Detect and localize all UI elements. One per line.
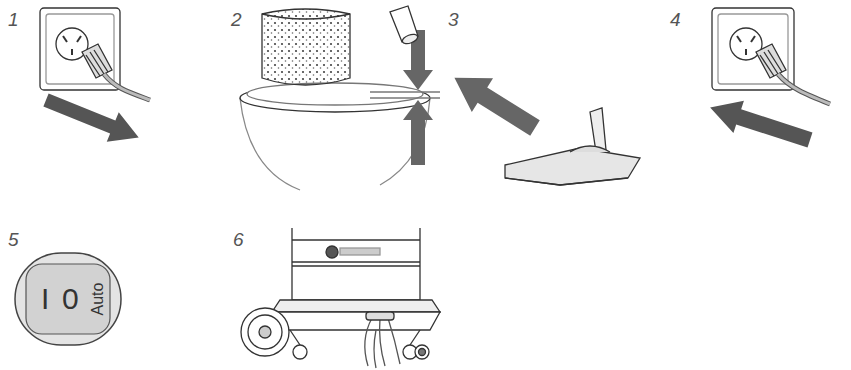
step-number: 2: [231, 10, 242, 29]
rocker-switch: I0 Auto: [14, 252, 122, 346]
socket-plugin: [712, 8, 830, 104]
socket-unplug: [40, 8, 150, 100]
direction-arrow: [403, 100, 433, 165]
step-number: 1: [8, 10, 19, 29]
step-number: 4: [670, 10, 681, 29]
step-number: 3: [448, 10, 459, 29]
filter-fit: [240, 9, 440, 190]
step-number: 5: [8, 230, 19, 249]
vacuum-drain: [241, 228, 440, 368]
direction-arrow: [705, 91, 815, 156]
switch-position: I: [41, 284, 49, 314]
switch-position: Auto: [90, 283, 106, 316]
step-number: 6: [233, 230, 244, 249]
direction-arrow: [40, 85, 145, 152]
switch-position: 0: [62, 284, 79, 314]
nozzle-attach: [390, 6, 640, 185]
